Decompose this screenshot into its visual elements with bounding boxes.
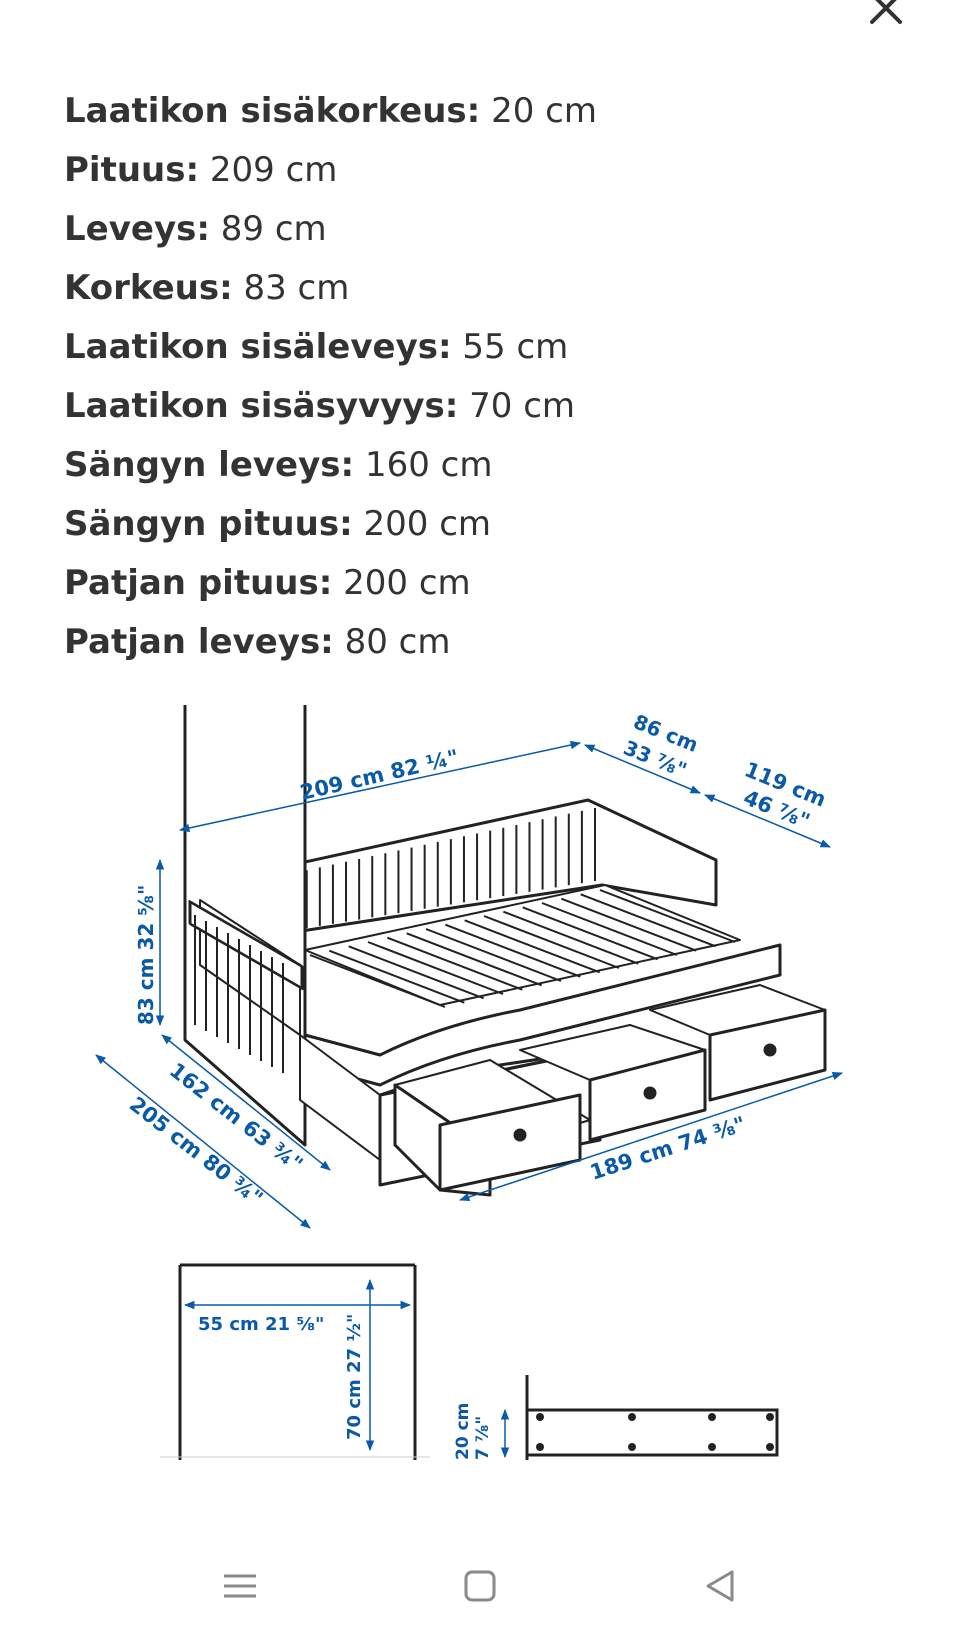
spec-row: Pituus: 209 cm (64, 141, 597, 200)
spec-label: Laatikon sisäsyvyys: (64, 386, 459, 426)
slat-line (425, 928, 562, 982)
close-button[interactable] (868, 0, 904, 26)
slat-line (309, 954, 446, 1008)
slat-line (348, 945, 485, 1000)
slat-line (580, 893, 717, 948)
slat-line (483, 915, 620, 969)
drawer-inner-depth-label: 70 cm 27 ½" (344, 1314, 365, 1440)
menu-icon (224, 1574, 256, 1598)
spec-value: 70 cm (469, 386, 576, 426)
dimension-lines (95, 740, 843, 1459)
spec-value: 89 cm (220, 209, 327, 249)
spec-value: 83 cm (243, 268, 350, 308)
slat-line (541, 902, 678, 956)
slat-line (560, 897, 697, 952)
drawer-inner-height-cm-label: 20 cm (453, 1403, 473, 1460)
spec-list: Laatikon sisäkorkeus: 20 cm Pituus: 209 … (64, 82, 597, 672)
spec-row: Sängyn pituus: 200 cm (64, 495, 597, 554)
spec-row: Patjan leveys: 80 cm (64, 613, 597, 672)
slat-line (367, 941, 504, 995)
home-icon (464, 1570, 496, 1602)
spec-label: Sängyn pituus: (64, 504, 353, 544)
slat-line (522, 906, 659, 961)
drawer-inner-height-in-label: 7 ⅞" (473, 1416, 493, 1460)
spec-value: 200 cm (363, 504, 492, 544)
recent-apps-button[interactable] (210, 1558, 270, 1614)
slat-line (464, 919, 601, 974)
spec-label: Laatikon sisäleveys: (64, 327, 452, 367)
slat-line (502, 910, 639, 965)
spec-row: Leveys: 89 cm (64, 200, 597, 259)
spec-label: Patjan leveys: (64, 622, 334, 662)
slat-line (599, 889, 736, 943)
spec-label: Pituus: (64, 150, 200, 190)
home-button[interactable] (450, 1558, 510, 1614)
spec-label: Laatikon sisäkorkeus: (64, 91, 481, 131)
spec-row: Korkeus: 83 cm (64, 259, 597, 318)
slat-line (328, 949, 465, 1004)
system-navigation-bar (0, 1528, 960, 1647)
close-icon (870, 0, 902, 24)
spec-row: Laatikon sisäsyvyys: 70 cm (64, 377, 597, 436)
back-button[interactable] (690, 1558, 750, 1614)
spec-row: Laatikon sisäkorkeus: 20 cm (64, 82, 597, 141)
spec-label: Patjan pituus: (64, 563, 333, 603)
spec-label: Sängyn leveys: (64, 445, 355, 485)
spec-value: 160 cm (364, 445, 493, 485)
spec-row: Laatikon sisäleveys: 55 cm (64, 318, 597, 377)
slat-line (444, 923, 581, 978)
drawer-inner-width-label: 55 cm 21 ⅝" (198, 1314, 324, 1335)
spec-value: 80 cm (344, 622, 451, 662)
back-icon (706, 1570, 734, 1602)
spec-value: 209 cm (209, 150, 338, 190)
slat-line (386, 936, 523, 991)
height-dimension: 83 cm 32 ⅝" (134, 885, 158, 1025)
spec-value: 20 cm (491, 91, 597, 131)
spec-label: Korkeus: (64, 268, 233, 308)
spec-value: 200 cm (343, 563, 471, 603)
spec-label: Leveys: (64, 209, 210, 249)
drawer-section-drawing (160, 1263, 779, 1460)
spec-value: 55 cm (462, 327, 569, 367)
dimension-drawing: 209 cm 82 ¼" 86 cm 33 ⅞" 119 cm 46 ⅞" 83… (95, 705, 843, 1460)
spec-row: Patjan pituus: 200 cm (64, 554, 597, 613)
slat-line (406, 932, 543, 987)
spec-row: Sängyn leveys: 160 cm (64, 436, 597, 495)
